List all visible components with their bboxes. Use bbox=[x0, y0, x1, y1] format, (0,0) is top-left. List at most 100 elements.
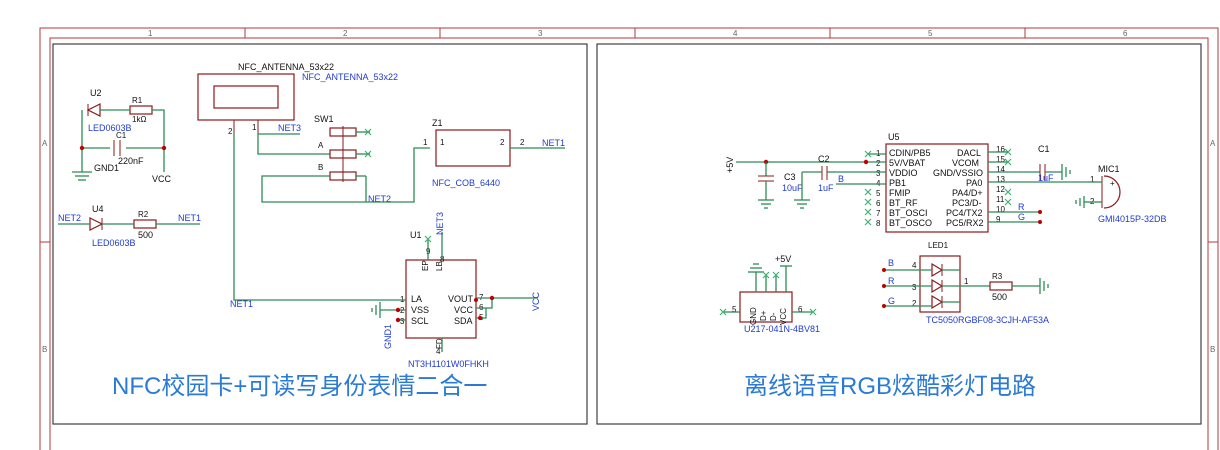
usb-pin-num-6: 6 bbox=[798, 305, 803, 314]
r1-ref: R1 bbox=[132, 96, 143, 105]
u5-num-7: 7 bbox=[876, 209, 881, 218]
led1-net-r: R bbox=[888, 276, 895, 286]
left-panel-caption: NFC校园卡+可读写身份表情二合一 bbox=[112, 373, 487, 400]
net1-label-z1: NET1 bbox=[542, 138, 565, 148]
c3-value: 10uF bbox=[782, 183, 803, 193]
top-ruler: 1 2 3 4 5 6 bbox=[148, 28, 1128, 38]
c1-value: 1uF bbox=[1038, 173, 1054, 183]
side-ruler: A B A B bbox=[40, 139, 1218, 354]
u1-pin-vout: VOUT bbox=[448, 294, 474, 304]
usb-connector: GND D+ D- VCC 5 6 +5V U217-041N-4BV81 bbox=[719, 254, 820, 334]
u5-pin-pc5: PC5/RX2 bbox=[946, 218, 984, 228]
sw1-pin-a: A bbox=[318, 141, 324, 150]
u5-num-6: 6 bbox=[876, 199, 881, 208]
mic1-pin1: 1 bbox=[1090, 175, 1095, 184]
u1-pin-num-3: 3 bbox=[400, 317, 405, 326]
antenna-label-2: NFC_ANTENNA_53x22 bbox=[302, 72, 398, 82]
nfc-cob-z1: Z1 1 2 1 2 NFC_COB_6440 bbox=[423, 118, 525, 188]
u5-pin-pb1: PB1 bbox=[889, 178, 906, 188]
u5-ref: U5 bbox=[888, 132, 900, 142]
r3-value: 500 bbox=[992, 292, 1007, 302]
u5-pin-vddio: VDDIO bbox=[889, 168, 918, 178]
c2-value: 1uF bbox=[818, 183, 834, 193]
u1-ref: U1 bbox=[410, 230, 422, 240]
u5-num-2: 2 bbox=[876, 159, 881, 168]
ruler-col-4: 4 bbox=[733, 29, 738, 38]
c2-ref: C2 bbox=[818, 154, 830, 164]
right-panel-caption: 离线语音RGB炫酷彩灯电路 bbox=[744, 373, 1036, 400]
c1-ref: C1 bbox=[1038, 144, 1050, 154]
u1-part: NT3H1101W0FHKH bbox=[408, 359, 489, 369]
u5-pin-gndvssio: GND/VSSIO bbox=[933, 168, 983, 178]
ruler-row-b-left: B bbox=[42, 345, 47, 354]
u5-pin-btrf: BT_RF bbox=[889, 198, 918, 208]
c3-ref: C3 bbox=[784, 172, 796, 182]
u5-num-10: 10 bbox=[996, 205, 1005, 214]
u5-num-5: 5 bbox=[876, 189, 881, 198]
u5-pin-pc4: PC4/TX2 bbox=[946, 208, 983, 218]
ground-symbol-u2 bbox=[72, 171, 92, 181]
u4-ref: U4 bbox=[92, 204, 104, 214]
r2-value: 500 bbox=[138, 230, 153, 240]
antenna-pin-a: 2 bbox=[228, 127, 233, 136]
z1-pin2: 2 bbox=[500, 138, 505, 147]
u2-gnd-label: GND1 bbox=[94, 163, 119, 173]
cap-220nf: C1 220nF bbox=[113, 131, 144, 166]
led1-ref: LED1 bbox=[928, 241, 949, 250]
u5-pin-btosci: BT_OSCI bbox=[889, 208, 928, 218]
usb-pin-dp: D+ bbox=[759, 310, 768, 321]
u4-part: LED0603B bbox=[92, 238, 136, 248]
u1-pin-vss: VSS bbox=[411, 305, 429, 315]
right-panel bbox=[596, 43, 1202, 425]
u4-net-right: NET1 bbox=[178, 213, 201, 223]
led1-pin-1: 1 bbox=[964, 277, 969, 286]
sheet-frame-outer bbox=[39, 27, 1219, 450]
u5-num-11: 11 bbox=[996, 195, 1005, 204]
mic1-part: GMI4015P-32DB bbox=[1098, 214, 1167, 224]
u5-num-9: 9 bbox=[996, 215, 1001, 224]
mic1-plus: + bbox=[1110, 179, 1115, 188]
b-net-u5: B bbox=[838, 174, 844, 184]
mic1-ref: MIC1 bbox=[1098, 164, 1120, 174]
u1-pin-fd: FD bbox=[435, 338, 444, 349]
nfc-antenna: NFC_ANTENNA_53x22 NFC_ANTENNA_53x22 2 1 bbox=[197, 62, 398, 136]
u1-vcc-label: VCC bbox=[531, 291, 541, 311]
ic-u1: U1 LA VSS SCL 1 2 3 VOUT VCC SDA 7 6 5 E… bbox=[400, 230, 489, 369]
u5-pin-fmip: FMIP bbox=[889, 188, 911, 198]
ruler-col-6: 6 bbox=[1123, 29, 1128, 38]
z1-ref: Z1 bbox=[432, 118, 443, 128]
g-net-u5: G bbox=[1018, 212, 1025, 222]
usb-power-label: +5V bbox=[775, 254, 791, 264]
u5-num-12: 12 bbox=[996, 185, 1005, 194]
u5-num-15: 15 bbox=[996, 155, 1005, 164]
u4-net-left: NET2 bbox=[58, 213, 81, 223]
z1-pin2-outer: 2 bbox=[520, 138, 525, 147]
antenna-pin-b: 1 bbox=[252, 123, 257, 132]
u5-pin-vcom: VCOM bbox=[952, 158, 979, 168]
led1-net-g: G bbox=[888, 296, 895, 306]
u5-num-8: 8 bbox=[876, 219, 881, 228]
ic-u5: U5 CDIN/PB5 5V/VBAT VDDIO PB1 FMIP BT_RF… bbox=[876, 132, 1005, 233]
ruler-row-b-right: B bbox=[1210, 345, 1215, 354]
cap-220nf-value: 220nF bbox=[118, 156, 144, 166]
u1-net-top: NET3 bbox=[435, 212, 445, 235]
r-net-u5: R bbox=[1018, 202, 1025, 212]
cap-c3: C3 10uF bbox=[758, 162, 803, 209]
net3-label: NET3 bbox=[278, 123, 301, 133]
usb-part: U217-041N-4BV81 bbox=[744, 324, 820, 334]
u1-pin-num-4: 4 bbox=[436, 347, 441, 356]
led1-part: TC5050RGBF08-3CJH-AF53A bbox=[926, 315, 1049, 325]
cap-c2: C2 1uF bbox=[794, 154, 836, 209]
ruler-col-5: 5 bbox=[928, 29, 933, 38]
u5-num-14: 14 bbox=[996, 165, 1005, 174]
led1-net-b: B bbox=[888, 258, 894, 268]
mic1: MIC1 1 2 + GMI4015P-32DB bbox=[1075, 164, 1167, 224]
ruler-col-3: 3 bbox=[538, 29, 543, 38]
sw1-pin-b: B bbox=[318, 163, 323, 172]
r3-ref: R3 bbox=[992, 272, 1003, 281]
ruler-row-a-left: A bbox=[42, 139, 48, 148]
u5-pin-btosco: BT_OSCO bbox=[889, 218, 932, 228]
ruler-col-1: 1 bbox=[148, 29, 153, 38]
usb-pin-gnd: GND bbox=[749, 307, 758, 325]
r1-value: 1kΩ bbox=[132, 115, 146, 124]
